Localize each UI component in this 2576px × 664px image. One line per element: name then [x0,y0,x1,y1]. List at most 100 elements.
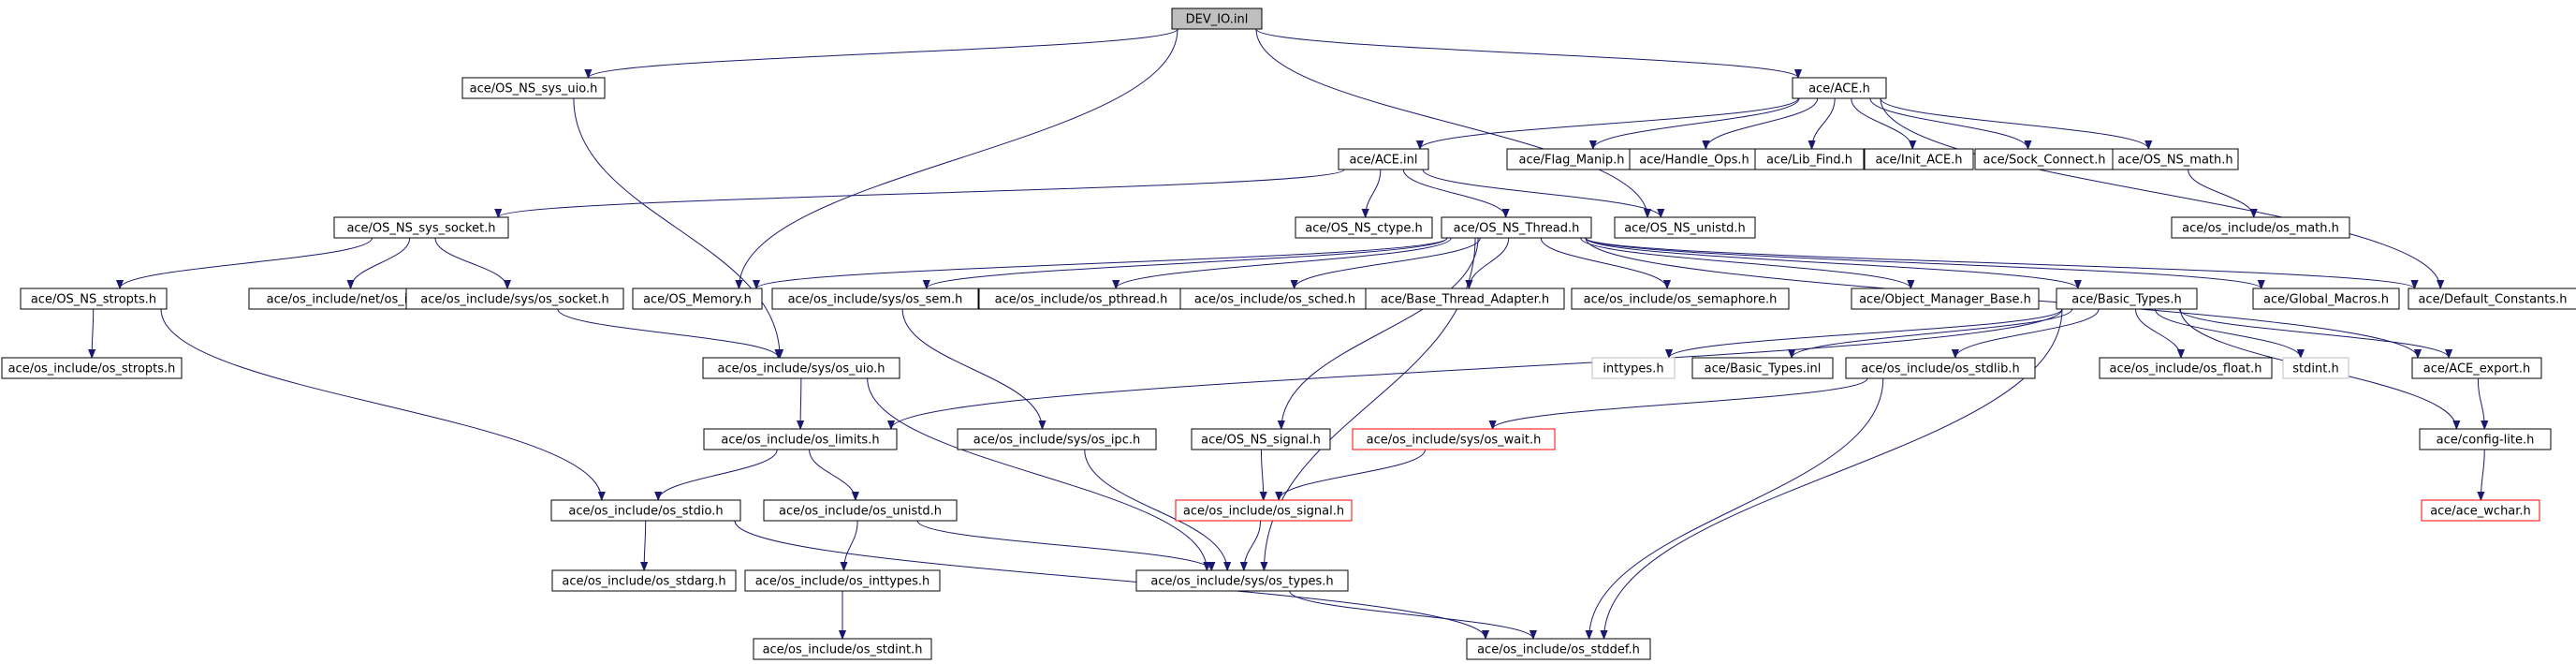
node-box [763,499,958,522]
node-os_float[interactable]: ace/os_include/os_float.h [2099,357,2273,379]
node-sys_os_types[interactable]: ace/os_include/sys/os_types.h [1135,569,1349,592]
node-box [1,357,183,379]
node-basic_types_inl[interactable]: ace/Basic_Types.inl [1691,357,1834,379]
node-box [2411,357,2542,379]
node-base_thread_adapter[interactable]: ace/Base_Thread_Adapter.h [1365,288,1565,310]
node-os_ns_unistd[interactable]: ace/OS_NS_unistd.h [1614,216,1756,239]
node-os_stdlib[interactable]: ace/os_include/os_stdlib.h [1845,357,2036,379]
node-os_stdio[interactable]: ace/os_include/os_stdio.h [550,499,741,522]
node-label: ace/OS_NS_sys_uio.h [470,82,598,96]
node-ace_h[interactable]: ace/ACE.h [1792,77,1887,99]
node-label: ace/Sock_Connect.h [1983,154,2106,168]
node-init_ace[interactable]: ace/Init_ACE.h [1864,148,1974,170]
node-box [1691,357,1834,379]
node-handle_ops[interactable]: ace/Handle_Ops.h [1629,148,1760,170]
node-os_inttypes[interactable]: ace/os_include/os_inttypes.h [744,569,941,592]
node-label: ace/os_include/sys/os_socket.h [420,293,608,307]
edge-basic_types_h-to-basic_types_inl [1792,308,2073,359]
node-os_limits[interactable]: ace/os_include/os_limits.h [703,428,898,450]
edge-basic_types_h-to-os_limits [891,308,2063,429]
node-box [744,569,941,592]
node-box [2421,499,2540,522]
node-os_stdarg[interactable]: ace/os_include/os_stdarg.h [551,569,737,592]
edge-ace_h-to-handle_ops [1705,97,1819,150]
node-box [1614,216,1756,239]
node-sock_connect[interactable]: ace/Sock_Connect.h [1974,148,2115,170]
edge-sys_os_uio-to-os_limits [800,377,801,429]
node-box [957,428,1157,450]
node-config_lite[interactable]: ace/config-lite.h [2419,428,2552,450]
node-os_ns_sys_socket[interactable]: ace/OS_NS_sys_socket.h [333,216,509,239]
node-box [2408,288,2576,310]
edge-ace_h-to-init_ace [1851,97,1912,150]
node-os_stropts[interactable]: ace/os_include/os_stropts.h [1,357,183,379]
node-os_ns_sys_uio[interactable]: ace/OS_NS_sys_uio.h [461,77,606,99]
node-ace_inl[interactable]: ace/ACE.inl [1338,148,1429,170]
node-os_stddef[interactable]: ace/os_include/os_stddef.h [1466,638,1651,660]
node-label: ace/OS_NS_ctype.h [1305,222,1423,236]
node-object_manager_base[interactable]: ace/Object_Manager_Base.h [1851,288,2040,310]
node-box [1571,288,1790,310]
node-os_unistd[interactable]: ace/os_include/os_unistd.h [763,499,958,522]
node-label: ace/OS_NS_unistd.h [1624,222,1746,236]
edge-ace_h-to-default_constants [1880,97,2440,288]
node-box [20,288,168,310]
node-global_macros[interactable]: ace/Global_Macros.h [2252,288,2400,310]
node-box [1295,216,1433,239]
edge-dev_io_inl-to-ace_h [1255,28,1798,79]
node-label: ace/os_include/os_stdlib.h [1861,362,2019,376]
edge-config_lite-to-ace_wchar [2481,449,2485,500]
node-ace_wchar[interactable]: ace/ace_wchar.h [2421,499,2540,522]
node-label: ace/os_include/os_stdint.h [763,643,923,657]
node-sys_os_ipc[interactable]: ace/os_include/sys/os_ipc.h [957,428,1157,450]
node-sys_os_uio[interactable]: ace/os_include/sys/os_uio.h [702,357,900,379]
node-os_stdint[interactable]: ace/os_include/os_stdint.h [753,638,932,660]
edge-os_limits-to-os_unistd [809,449,856,501]
edge-dev_io_inl-to-os_ns_sys_uio [588,28,1178,79]
node-label: ace/OS_NS_signal.h [1201,434,1321,448]
node-box [333,216,509,239]
edge-os_unistd-to-os_inttypes [844,520,858,570]
node-os_pthread[interactable]: ace/os_include/os_pthread.h [978,288,1184,310]
node-box [1466,638,1651,660]
edge-ace_h-to-ace_inl [1420,97,1799,150]
node-box [1365,288,1565,310]
node-os_semaphore[interactable]: ace/os_include/os_semaphore.h [1571,288,1790,310]
node-sys_os_wait[interactable]: ace/os_include/sys/os_wait.h [1352,428,1556,450]
node-label: ace/OS_NS_Thread.h [1454,222,1580,236]
edge-ace_inl-to-os_ns_sys_socket [498,169,1345,218]
node-dev_io_inl[interactable]: DEV_IO.inl [1171,7,1263,30]
node-sys_os_socket[interactable]: ace/os_include/sys/os_socket.h [405,288,624,310]
node-default_constants[interactable]: ace/Default_Constants.h [2408,288,2576,310]
node-box [1851,288,2040,310]
node-box [1135,569,1349,592]
node-os_math[interactable]: ace/os_include/os_math.h [2171,216,2350,239]
node-label: ace/os_include/os_semaphore.h [1584,293,1778,307]
edge-os_ns_thread-to-os_memory [756,237,1448,289]
node-sys_os_sem[interactable]: ace/os_include/sys/os_sem.h [771,288,979,310]
edge-os_ns_stropts-to-os_stropts [92,308,94,358]
node-os_ns_thread[interactable]: ace/OS_NS_Thread.h [1441,216,1592,239]
node-os_ns_signal[interactable]: ace/OS_NS_signal.h [1191,428,1331,450]
node-os_memory[interactable]: ace/OS_Memory.h [632,288,763,310]
edge-basic_types_h-to-ace_export [2178,308,2449,359]
node-box [2056,288,2198,310]
node-label: ace/Handle_Ops.h [1639,154,1749,168]
node-lib_find[interactable]: ace/Lib_Find.h [1754,148,1865,170]
node-basic_types_h[interactable]: ace/Basic_Types.h [2056,288,2198,310]
node-os_ns_stropts[interactable]: ace/OS_NS_stropts.h [20,288,168,310]
edge-os_stdlib-to-sys_os_wait [1493,377,1868,430]
node-box [2252,288,2400,310]
node-os_ns_ctype[interactable]: ace/OS_NS_ctype.h [1295,216,1433,239]
node-os_signal[interactable]: ace/os_include/os_signal.h [1175,499,1353,522]
edge-ace_inl-to-os_ns_thread [1402,169,1505,218]
node-label: ace/os_include/os_unistd.h [779,505,942,519]
node-stdint_h: stdint.h [2282,357,2349,379]
node-flag_manip[interactable]: ace/Flag_Manip.h [1506,148,1637,170]
node-os_ns_math[interactable]: ace/OS_NS_math.h [2112,148,2239,170]
node-ace_export[interactable]: ace/ACE_export.h [2411,357,2542,379]
edge-sys_os_uio-to-sys_os_types [867,377,1208,570]
node-os_sched[interactable]: ace/os_include/os_sched.h [1179,288,1370,310]
node-box [1338,148,1429,170]
node-label: ace/ACE.inl [1349,154,1417,168]
